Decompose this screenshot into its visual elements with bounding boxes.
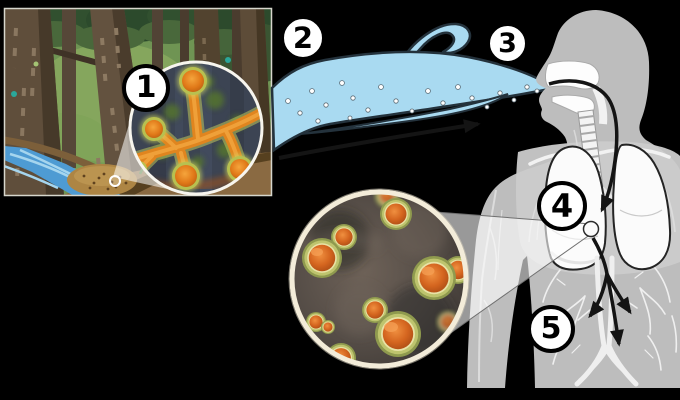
yeast-inset-border <box>289 189 469 369</box>
inhalation-arrow <box>548 79 619 213</box>
yeast-inset-outer-edge <box>288 188 470 370</box>
step-number: 1 <box>135 70 157 105</box>
infection-path-arrows <box>548 79 632 347</box>
step-number: 3 <box>498 28 517 59</box>
step-badge-5: 5 <box>527 305 575 353</box>
zoom-source-dot-soil <box>109 175 121 187</box>
hyphae-inset-border <box>128 60 264 196</box>
step-badge-4: 4 <box>537 181 587 231</box>
zoom-source-dot-lung <box>582 220 600 238</box>
step-badge-1: 1 <box>122 64 170 112</box>
step-number: 5 <box>540 311 562 346</box>
step-badge-3: 3 <box>486 22 529 65</box>
pharynx <box>592 86 608 125</box>
wind-lower-wave <box>299 93 509 135</box>
dissemination-stem <box>591 237 609 275</box>
dissemination-arrow-right <box>605 273 632 315</box>
step-badge-2: 2 <box>280 15 326 61</box>
cone-edge-bottom <box>444 233 592 338</box>
wind-curl <box>397 22 472 70</box>
step-number: 2 <box>292 20 314 55</box>
zoom-cone-lung <box>436 212 591 337</box>
wind-direction-arrow <box>278 119 481 160</box>
step-number: 4 <box>550 187 574 225</box>
dissemination-arrow-middle <box>605 273 624 347</box>
right-lung <box>612 143 672 271</box>
spore-dots <box>285 80 540 124</box>
armpit-gap <box>505 256 535 388</box>
